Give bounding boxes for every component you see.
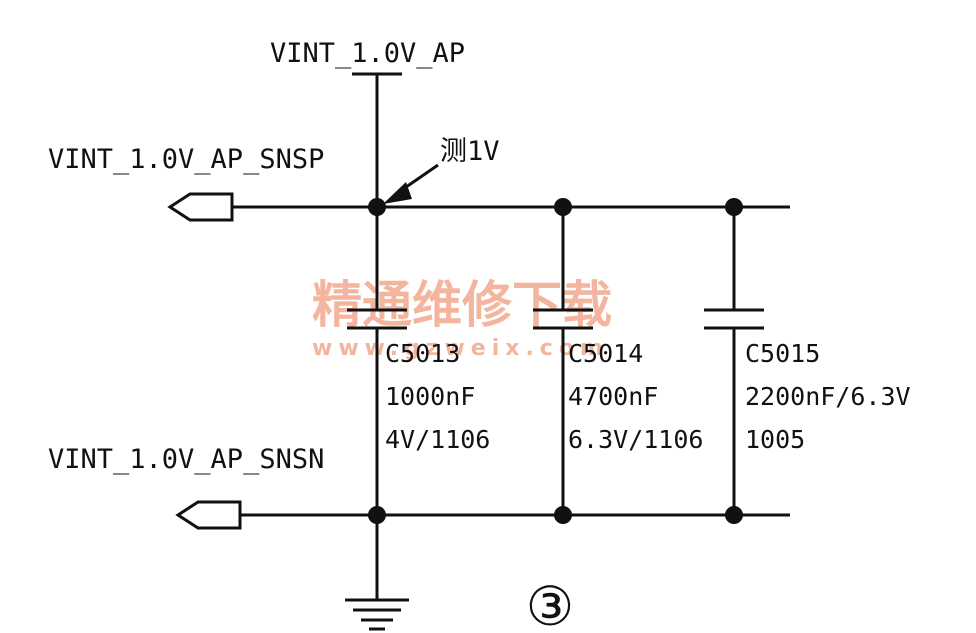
c5013-ref: C5013 (385, 339, 460, 368)
c5014-rating: 6.3V/1106 (568, 425, 703, 454)
junction-dot (554, 506, 572, 524)
sense-n-port-icon (175, 500, 242, 530)
supply-net-label: VINT_1.0V_AP (270, 38, 465, 69)
c5015-rating: 1005 (745, 425, 805, 454)
c5013-value: 1000nF (385, 382, 475, 411)
watermark-title: 精通维修下载 (312, 276, 612, 334)
junction-dot (725, 198, 743, 216)
measurement-arrow-head-icon (383, 182, 412, 204)
figure-number: ③ (526, 575, 574, 633)
measurement-label: 测1V (440, 136, 500, 167)
junction-dot (368, 198, 386, 216)
sense-n-net-label: VINT_1.0V_AP_SNSN (48, 444, 324, 475)
sense-p-port-icon (167, 192, 234, 222)
c5013-rating: 4V/1106 (385, 425, 490, 454)
junction-dot (725, 506, 743, 524)
c5015-value: 2200nF/6.3V (745, 382, 911, 411)
ground-icon (345, 598, 409, 631)
c5014-ref: C5014 (568, 339, 643, 368)
junction-dot (554, 198, 572, 216)
c5014-value: 4700nF (568, 382, 658, 411)
junction-dot (368, 506, 386, 524)
sense-p-net-label: VINT_1.0V_AP_SNSP (48, 144, 324, 175)
c5015-ref: C5015 (745, 339, 820, 368)
watermark-url: www.gzweix.com (312, 336, 609, 361)
